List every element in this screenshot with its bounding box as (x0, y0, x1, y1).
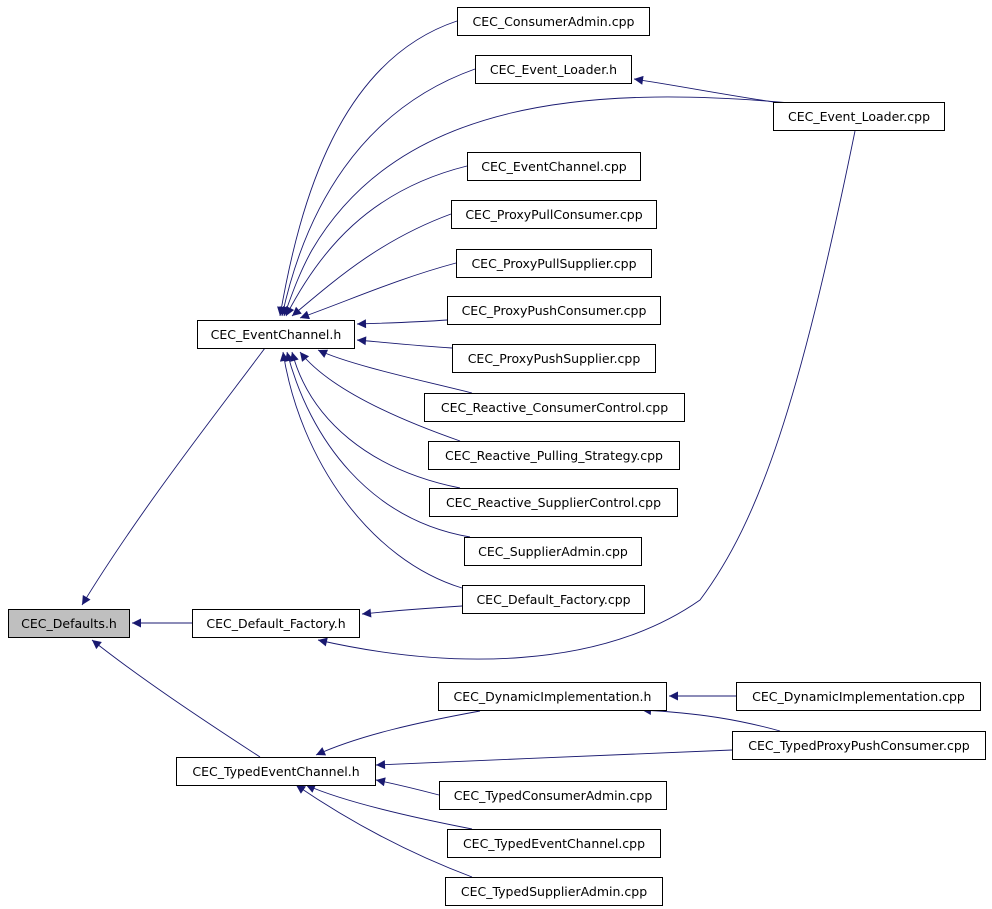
dependency-edge (299, 262, 457, 320)
node-cec-event-loader-h[interactable]: CEC_Event_Loader.h (475, 55, 632, 84)
node-cec-default-factory-cpp[interactable]: CEC_Default_Factory.cpp (462, 585, 645, 614)
node-cec-eventchannel-h[interactable]: CEC_EventChannel.h (197, 320, 355, 349)
node-cec-dynamicimplementation-cpp[interactable]: CEC_DynamicImplementation.cpp (736, 682, 981, 711)
dependency-edge (285, 165, 468, 317)
dependency-edge (295, 784, 473, 878)
node-cec-default-factory-h[interactable]: CEC_Default_Factory.h (192, 609, 360, 638)
dependency-edge (279, 68, 476, 317)
dependency-edge (356, 319, 448, 329)
dependency-edge (277, 20, 458, 317)
dependency-edge (315, 710, 481, 756)
node-cec-dynamicimplementation-h[interactable]: CEC_DynamicImplementation.h (438, 682, 667, 711)
node-cec-proxypullsupplier-cpp[interactable]: CEC_ProxyPullSupplier.cpp (456, 249, 652, 278)
node-cec-typedconsumeradmin-cpp[interactable]: CEC_TypedConsumerAdmin.cpp (439, 781, 667, 810)
dependency-edge (81, 347, 266, 606)
node-cec-proxypullconsumer-cpp[interactable]: CEC_ProxyPullConsumer.cpp (451, 200, 657, 229)
node-cec-typedeventchannel-cpp[interactable]: CEC_TypedEventChannel.cpp (447, 829, 661, 858)
dependency-edge (91, 639, 261, 758)
dependency-edge (361, 605, 463, 618)
dependency-edge (279, 351, 463, 589)
dependency-edge (305, 784, 473, 830)
node-cec-typedproxypushconsumer-cpp[interactable]: CEC_TypedProxyPushConsumer.cpp (732, 731, 986, 760)
node-cec-supplieradmin-cpp[interactable]: CEC_SupplierAdmin.cpp (464, 537, 642, 566)
node-cec-eventchannel-cpp[interactable]: CEC_EventChannel.cpp (467, 152, 641, 181)
dependency-edge (317, 349, 473, 394)
node-cec-reactive-consumercontrol-cpp[interactable]: CEC_Reactive_ConsumerControl.cpp (424, 393, 685, 422)
dependency-edge (317, 130, 856, 660)
node-cec-proxypushconsumer-cpp[interactable]: CEC_ProxyPushConsumer.cpp (447, 296, 661, 325)
node-cec-defaults-h: CEC_Defaults.h (8, 609, 130, 638)
node-cec-typedeventchannel-h[interactable]: CEC_TypedEventChannel.h (176, 757, 376, 786)
dependency-edge (356, 336, 453, 349)
node-cec-event-loader-cpp[interactable]: CEC_Event_Loader.cpp (773, 102, 945, 131)
dependency-edge (633, 75, 781, 104)
node-cec-reactive-suppliercontrol-cpp[interactable]: CEC_Reactive_SupplierControl.cpp (429, 488, 678, 517)
node-cec-consumeradmin-cpp[interactable]: CEC_ConsumerAdmin.cpp (457, 7, 650, 36)
dependency-edge (641, 705, 781, 732)
dependency-edge (375, 777, 440, 796)
dependency-edge (282, 96, 791, 317)
node-cec-reactive-pulling-strategy-cpp[interactable]: CEC_Reactive_Pulling_Strategy.cpp (428, 441, 680, 470)
dependency-edge (375, 749, 733, 770)
dependency-edge (299, 351, 461, 442)
node-cec-proxypushsupplier-cpp[interactable]: CEC_ProxyPushSupplier.cpp (452, 344, 656, 373)
dependency-edge (291, 213, 452, 317)
node-cec-typedsupplieradmin-cpp[interactable]: CEC_TypedSupplierAdmin.cpp (445, 877, 663, 906)
dependency-edge (289, 351, 461, 489)
dependency-edge (284, 351, 471, 538)
